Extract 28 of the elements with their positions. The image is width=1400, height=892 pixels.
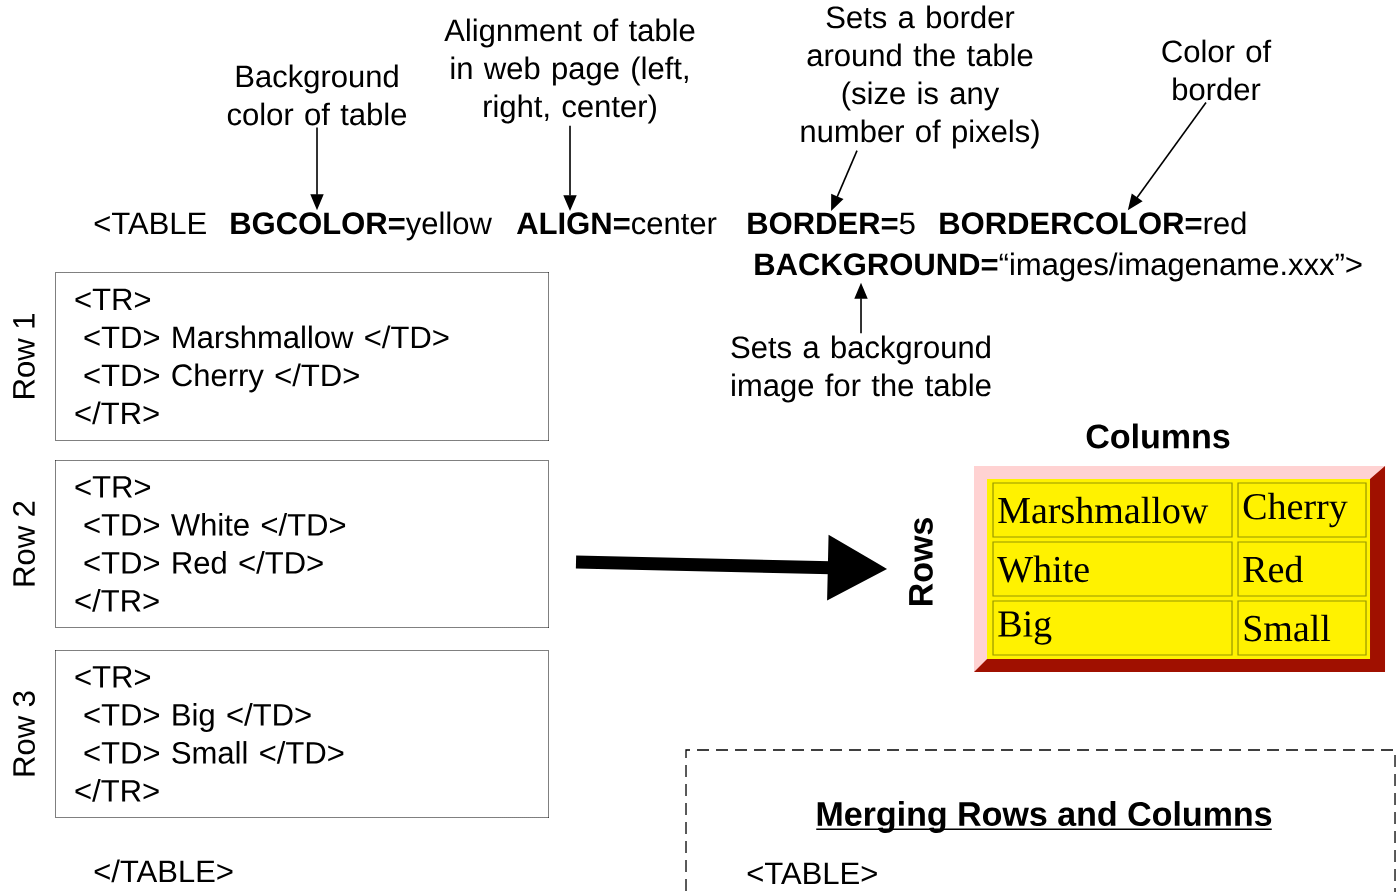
axis-label: Columns: [1086, 423, 1230, 449]
annotation-text: Background color of table: [227, 64, 407, 126]
table-cell: White: [992, 541, 1233, 597]
row-box: <TR> <TD> Marshmallow </TD> <TD> Cherry </TD> </TR>: [55, 272, 549, 441]
table-cell: Small: [1237, 600, 1367, 656]
code-text: </TABLE>: [94, 859, 233, 883]
table-cell: Red: [1237, 541, 1367, 597]
code-text: BACKGROUND=“images/imagename.xxx”>: [755, 252, 1362, 282]
table-cell: Marshmallow: [992, 482, 1233, 538]
code-text: <TABLE: [94, 212, 206, 234]
annotation-text: Alignment of table in web page (left, right, center): [444, 18, 695, 124]
code-text: BORDERCOLOR=red: [940, 211, 1246, 235]
row-label: Row 3: [13, 691, 35, 776]
annotation-text: Sets a border around the table (size is any number of pixels): [801, 5, 1039, 149]
code-text: ALIGN=center: [517, 212, 717, 235]
axis-label: Rows: [909, 518, 933, 606]
dashed-panel: Merging Rows and Columns <TABLE>: [685, 749, 1396, 892]
code-text: BORDER=5: [748, 212, 915, 235]
code-text: BGCOLOR=yellow: [231, 211, 492, 241]
table-cell: Cherry: [1237, 482, 1367, 538]
table-cell: Big: [992, 600, 1233, 656]
annotation-text: Color of border: [1162, 39, 1272, 101]
row-label: Row 2: [13, 501, 35, 586]
row-box: <TR> <TD> White </TD> <TD> Red </TD> </TR>: [55, 460, 549, 628]
row-box: <TR> <TD> Big </TD> <TD> Small </TD> </TR>: [55, 650, 549, 818]
row-label: Row 1: [13, 314, 35, 398]
annotation-text: Sets a background image for the table: [731, 335, 991, 403]
table-drawing: [974, 466, 1385, 672]
